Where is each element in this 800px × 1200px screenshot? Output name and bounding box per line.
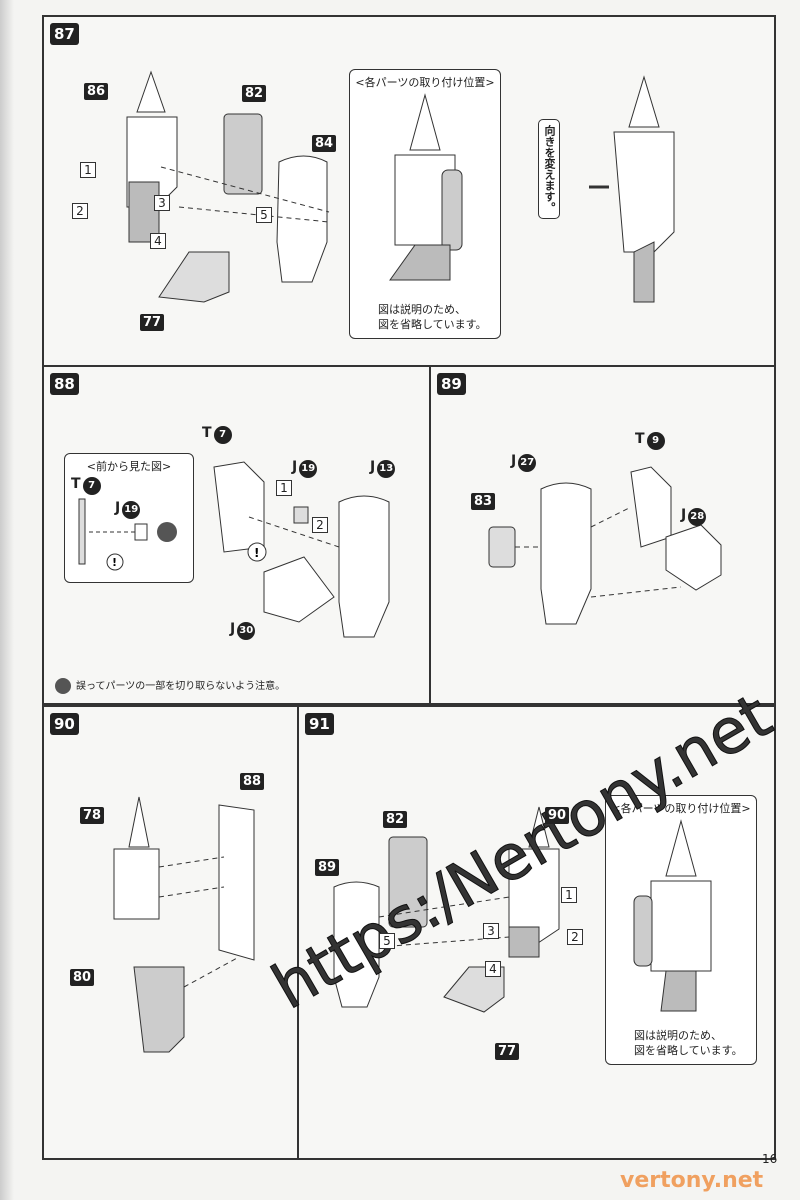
part-label: 77 <box>495 1043 520 1060</box>
caution-text: 誤ってパーツの一部を切り取らないよう注意。 <box>76 681 286 692</box>
order-number: 4 <box>485 961 501 977</box>
caution-scissors-icon <box>55 678 71 694</box>
svg-text:!: ! <box>254 546 259 560</box>
step-number: 91 <box>305 713 334 735</box>
part-label: 86 <box>84 83 109 100</box>
footer-watermark: vertony.net <box>620 1168 764 1193</box>
order-number: 1 <box>561 887 577 903</box>
attachment-position-illustration <box>389 93 463 281</box>
box-title: <各パーツの取り付け位置> <box>355 76 495 89</box>
rotated-assembly-illustration <box>589 75 675 303</box>
step-90-panel: 90 78 88 80 <box>42 705 299 1160</box>
part-label: 80 <box>70 969 95 986</box>
step-number: 89 <box>437 373 466 395</box>
order-number: 5 <box>256 207 272 223</box>
part-label: 88 <box>240 773 265 790</box>
inset-title: <前から見た図> <box>86 460 172 473</box>
order-number: 1 <box>276 480 292 496</box>
front-view-illustration: ! <box>78 498 177 571</box>
page-binding-shadow <box>0 0 14 1200</box>
step-number: 90 <box>50 713 79 735</box>
part-label: 82 <box>383 811 408 828</box>
part-label: 78 <box>80 807 105 824</box>
order-number: 2 <box>72 203 88 219</box>
step-91-panel: 91 82 90 89 77 1 2 3 4 5 <各パーツの取り付け位置> 図… <box>297 705 776 1160</box>
order-number: 2 <box>312 517 328 533</box>
order-number: 1 <box>80 162 96 178</box>
order-number: 5 <box>379 933 395 949</box>
page-number: 16 <box>762 1152 778 1166</box>
part-label: 83 <box>471 493 496 510</box>
step-87-panel: 87 86 82 84 77 1 2 3 4 5 <各パーツの取り付け位置> 図… <box>42 15 776 367</box>
part-label: 84 <box>312 135 337 152</box>
order-number: 2 <box>567 929 583 945</box>
step-number: 87 <box>50 23 79 45</box>
assembly-illustration <box>126 70 330 303</box>
svg-text:!: ! <box>112 556 117 569</box>
note-line: 図は説明のため、 <box>378 303 466 316</box>
note-line: 図を省略しています。 <box>378 318 487 331</box>
note-line: 図を省略しています。 <box>634 1044 743 1057</box>
attachment-position-box: <各パーツの取り付け位置> 図は説明のため、 図を省略しています。 <box>605 795 757 1065</box>
order-number: 4 <box>150 233 166 249</box>
assembly-illustration <box>333 806 560 1013</box>
assembly-illustration <box>113 796 255 1053</box>
step-number: 88 <box>50 373 79 395</box>
order-number: 3 <box>154 195 170 211</box>
part-label: 82 <box>242 85 267 102</box>
assembly-illustration: ! <box>213 461 390 638</box>
part-label: 77 <box>140 314 165 331</box>
note-line: 図は説明のため、 <box>634 1029 722 1042</box>
attachment-position-illustration <box>633 819 712 1012</box>
attachment-position-box: <各パーツの取り付け位置> 図は説明のため、 図を省略しています。 <box>349 69 501 339</box>
order-number: 3 <box>483 923 499 939</box>
box-title: <各パーツの取り付け位置> <box>611 802 751 815</box>
assembly-illustration <box>488 466 722 625</box>
turn-direction-note: 向きを変えます。 <box>538 119 560 219</box>
part-label: 90 <box>545 807 570 824</box>
part-label: 89 <box>315 859 340 876</box>
